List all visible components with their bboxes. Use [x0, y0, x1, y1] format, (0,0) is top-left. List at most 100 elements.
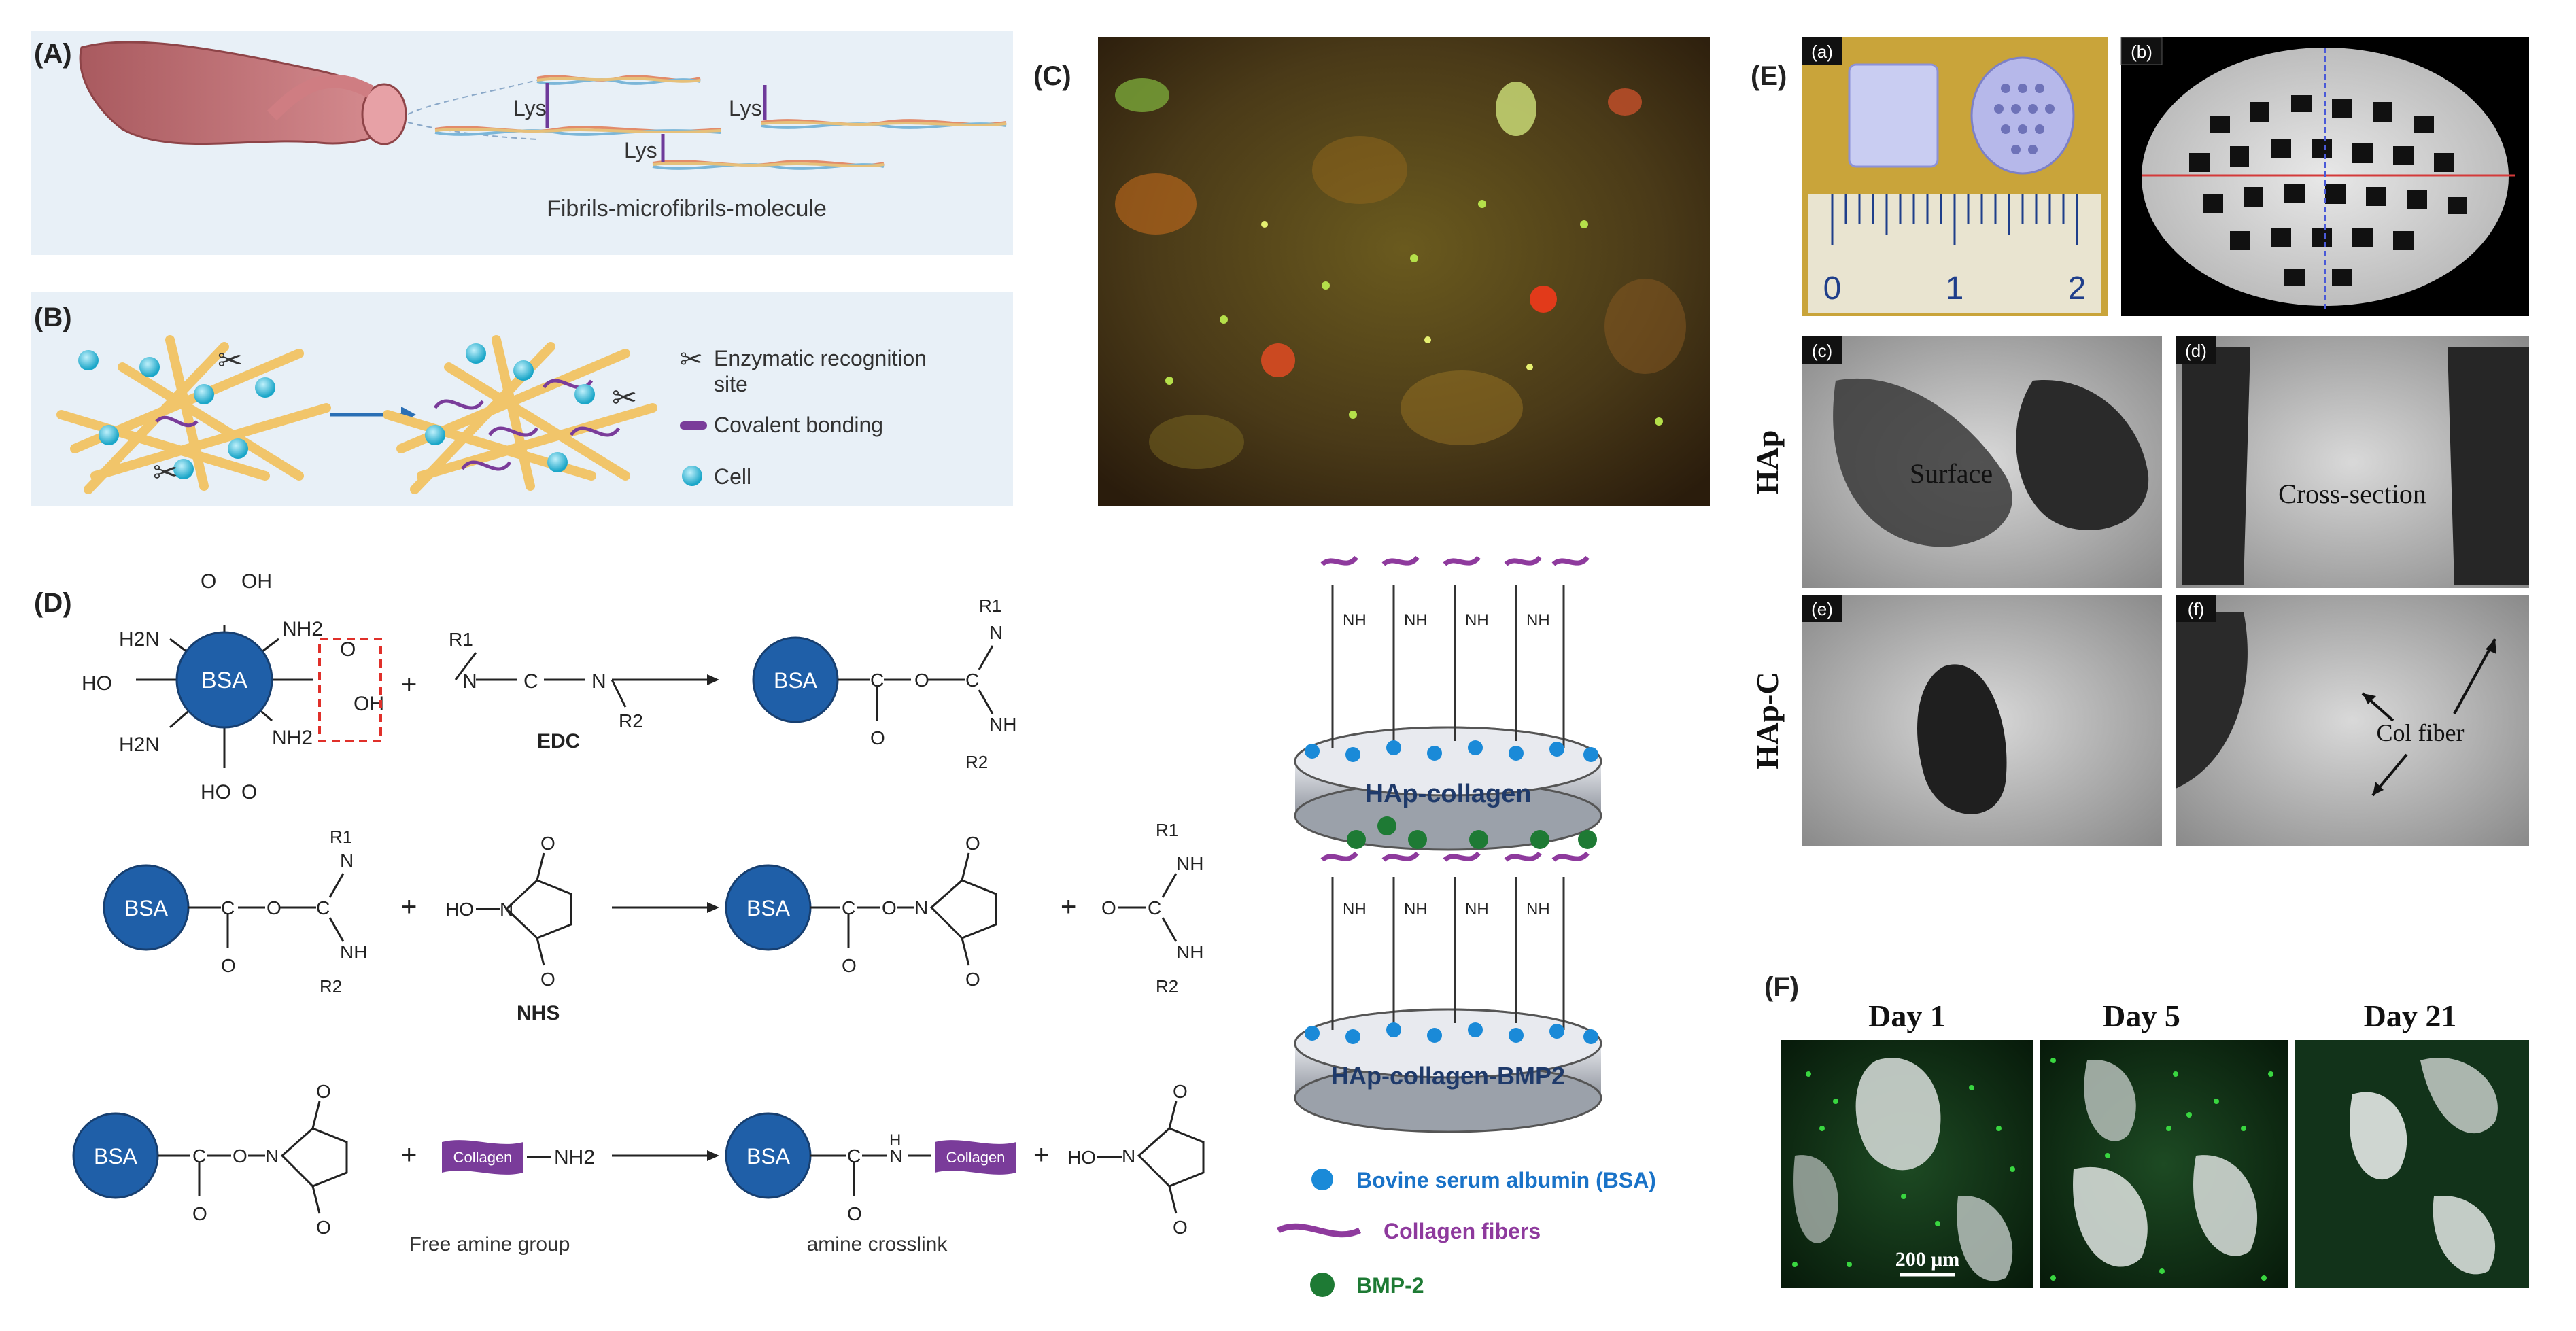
- microfibril-strand: [267, 74, 374, 121]
- atom-o: O: [847, 1203, 862, 1224]
- reaction-arrow-2-head: [707, 902, 719, 913]
- carbonyl-bottom: O: [241, 781, 257, 803]
- row-label-hap: HAp: [1750, 430, 1785, 495]
- bond: [1161, 917, 1178, 942]
- nh-label: NH: [1343, 611, 1367, 629]
- carbonyl-right: O: [340, 638, 356, 661]
- surface-label: Surface: [1910, 458, 1993, 489]
- hap-collagen-bmp2-disc: HAp-collagen-BMP2: [1294, 816, 1602, 1133]
- cell: [139, 357, 160, 377]
- surface-chains: [1331, 877, 1565, 1030]
- scaffold-block: [1848, 63, 1939, 168]
- cell: [574, 384, 595, 404]
- legend-collagen: Collagen fibers: [1384, 1219, 1541, 1243]
- scale-bar-label: 200 μm: [1895, 1248, 1960, 1270]
- bsa-label: BSA: [746, 896, 791, 920]
- row-label-hap-c: HAp-C: [1750, 672, 1785, 769]
- atom-c: C: [1148, 897, 1161, 918]
- hydroxyl-right: OH: [354, 693, 384, 715]
- atom-o: O: [965, 833, 980, 854]
- cell: [425, 425, 445, 445]
- nh-label: NH: [1343, 900, 1367, 918]
- r1-label: R1: [979, 595, 1001, 616]
- r1-label: R1: [1156, 820, 1178, 840]
- collagen-block: [442, 1140, 523, 1175]
- hap-collagen-bmp2-label: HAp-collagen-BMP2: [1331, 1062, 1565, 1090]
- panel-c: (C): [1033, 37, 1710, 506]
- legend-bmp2: BMP-2: [1356, 1273, 1424, 1298]
- amine-lower-left: H2N: [119, 733, 160, 756]
- atom-o: O: [1173, 1217, 1188, 1238]
- r2-label: R2: [965, 752, 988, 772]
- atom-c: C: [192, 1145, 206, 1166]
- cell: [255, 377, 275, 398]
- r2-label: R2: [320, 976, 342, 997]
- plus-sign: +: [1033, 1140, 1049, 1170]
- cell: [228, 438, 248, 459]
- arrow-head: [2363, 693, 2376, 704]
- cell: [547, 452, 568, 472]
- collagen-fiber-icon: [1276, 1223, 1362, 1238]
- atom-o: O: [870, 727, 885, 748]
- bsa-label: BSA: [94, 1144, 138, 1169]
- panel-f: (F) Day 1 Day 5 Day 21 200 μm: [1764, 972, 2529, 1288]
- r1-label: R1: [330, 827, 352, 847]
- nh-label: NH: [1404, 611, 1428, 629]
- scissors-icon: ✂: [680, 345, 703, 375]
- cells-right: [425, 343, 595, 472]
- edc-c: C: [523, 670, 538, 693]
- nh-label: NH: [340, 941, 367, 963]
- atom-o: O: [192, 1203, 207, 1224]
- atom-c: C: [316, 897, 330, 918]
- scissors-icon: ✂: [612, 381, 637, 415]
- atom-c: C: [221, 897, 235, 918]
- atom-o: O: [1101, 897, 1116, 918]
- atom-o: O: [221, 955, 236, 976]
- collagen-hooks: [1320, 851, 1590, 862]
- lys-label-2: Lys: [729, 96, 762, 120]
- plus-sign: +: [1061, 892, 1076, 922]
- bsa-sphere: [175, 631, 273, 729]
- sub-label-a: (a): [1811, 41, 1833, 62]
- panel-b-label: (B): [34, 302, 72, 332]
- amine-group: NH2: [554, 1146, 595, 1169]
- plus-sign: +: [401, 1140, 417, 1170]
- plus-sign: +: [401, 892, 417, 922]
- atom-n: N: [500, 899, 513, 920]
- reaction-arrow-1-head: [707, 674, 719, 685]
- cell: [99, 425, 119, 445]
- panel-d: (D) BSA OH O H2N NH2 HO H2N NH2 HO O: [34, 555, 1656, 1298]
- nhs-ring: [280, 1127, 348, 1188]
- edc-n2: N: [591, 670, 606, 693]
- plus-sign: +: [401, 670, 417, 699]
- ruler-label-2: 2: [2068, 271, 2086, 307]
- bmp2-molecules: [1347, 816, 1597, 849]
- legend-covalent: Covalent bonding: [714, 413, 883, 437]
- lys-label-1: Lys: [513, 96, 547, 120]
- atom-h: H: [889, 1131, 901, 1150]
- arrow-head: [2373, 782, 2384, 795]
- hydroxyl-left: HO: [82, 672, 112, 695]
- reaction-row-3: BSA C O O N O O + Collagen NH2 Free amin…: [72, 1081, 1205, 1256]
- nh-label: NH: [1526, 611, 1550, 629]
- atom-o: O: [842, 955, 857, 976]
- bsa-dot-icon: [1311, 1169, 1333, 1190]
- nh-label: NH: [1176, 853, 1203, 874]
- covalent-bond-icon: [680, 421, 707, 430]
- scissors-icon: ✂: [153, 456, 178, 489]
- atom-o: O: [1173, 1081, 1188, 1102]
- live-cells-day-5: [2050, 1058, 2273, 1281]
- nhs-hydroxyl: HO: [445, 899, 474, 920]
- sub-label-c: (c): [1812, 341, 1832, 361]
- fluorescence-spots: [1115, 78, 1686, 469]
- panel-d-label: (D): [34, 588, 72, 618]
- ruler-label-1: 1: [1946, 271, 1964, 307]
- edc-molecule: R1 N C N R2 EDC: [449, 629, 643, 753]
- nh-label: NH: [989, 714, 1016, 735]
- chain-labels: NH NH NH NH: [1343, 900, 1550, 918]
- col-fiber-label: Col fiber: [2377, 719, 2465, 746]
- nh-label: NH: [1404, 900, 1428, 918]
- atom-o: O: [914, 670, 929, 691]
- scissors-icon: ✂: [218, 344, 243, 377]
- zoom-line-top: [407, 80, 538, 115]
